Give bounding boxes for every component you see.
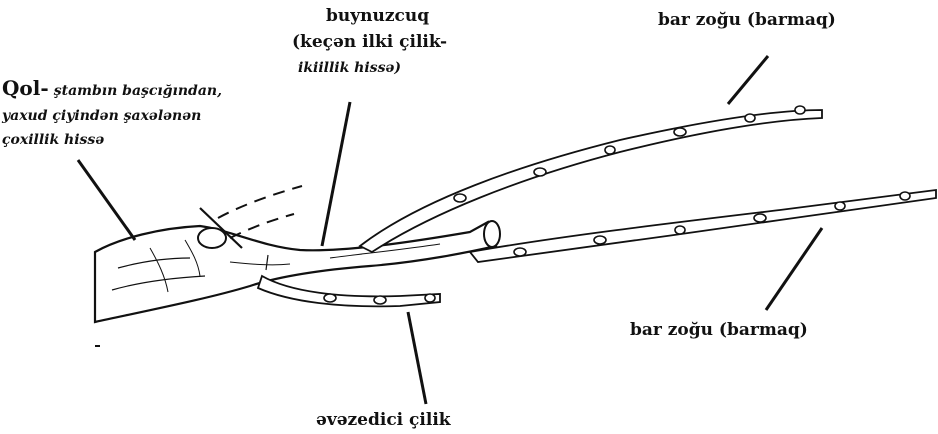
bar-zogu-top-label: bar zoğu (barmaq) xyxy=(658,10,836,30)
qol-title: Qol- xyxy=(2,76,49,100)
buynuzcuq-sub1: (keçən ilki çilik- xyxy=(292,32,447,52)
cut-stub xyxy=(198,228,226,248)
evezedici-label: əvəzedici çilik xyxy=(316,410,451,430)
buynuzcuq-label: buynuzcuq xyxy=(326,6,429,26)
pointer-qol xyxy=(78,160,135,240)
pointer-bar-top xyxy=(728,56,768,104)
buynuzcuq-sub2: ikiillik hissə) xyxy=(298,58,401,78)
pointer-buynuzcuq xyxy=(322,102,350,246)
removed-shoot-dashed xyxy=(218,186,302,218)
renewal-spur xyxy=(258,276,440,306)
upper-fruit-cane xyxy=(360,110,822,252)
qol-desc-line1: ştambın başcığından, xyxy=(54,83,222,99)
bar-zogu-bottom-label: bar zoğu (barmaq) xyxy=(630,320,808,340)
pointer-evezedici xyxy=(408,312,426,404)
qol-desc-line2: yaxud çiyindən şaxələnən xyxy=(2,106,201,126)
qol-desc-line3: çoxillik hissə xyxy=(2,130,104,150)
lower-fruit-cane xyxy=(470,190,936,262)
pointer-bar-bottom xyxy=(766,228,822,310)
spur-end xyxy=(484,221,500,247)
perennial-arm xyxy=(95,222,496,322)
qol-label: Qol- ştambın başcığından, xyxy=(2,76,222,101)
